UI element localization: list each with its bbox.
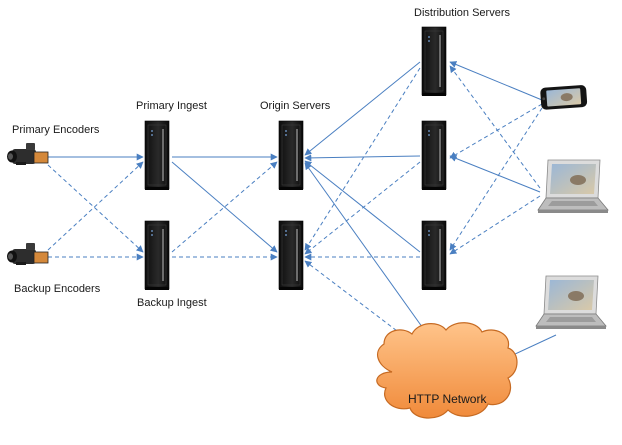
- primary-encoder-camera-icon: [6, 142, 49, 166]
- distribution-server-3-icon: [421, 220, 447, 291]
- backup-encoders-label: Backup Encoders: [14, 283, 101, 295]
- line-phone-d2: [449, 103, 543, 159]
- http-network-cloud-icon: [376, 322, 518, 419]
- line-d3-o1: [304, 160, 421, 253]
- connector-lines: [47, 61, 557, 363]
- laptop-client-2-icon: [535, 275, 607, 330]
- distribution-servers-label: Distribution Servers: [414, 7, 510, 19]
- backup-encoder-camera-icon: [6, 242, 49, 266]
- line-laptop1-d2: [449, 155, 541, 193]
- line-benc-ping: [47, 161, 144, 251]
- line-laptop1-d3: [449, 195, 541, 255]
- origin-server-1-icon: [278, 120, 304, 191]
- line-laptop1-d1: [449, 65, 541, 189]
- laptop-client-1-icon: [537, 159, 609, 214]
- line-http-o1: [304, 162, 441, 353]
- line-phone-d1: [449, 61, 543, 101]
- primary-encoders-label: Primary Encoders: [12, 124, 100, 136]
- backup-ingest-label: Backup Ingest: [137, 297, 207, 309]
- primary-ingest-server-icon: [144, 120, 170, 191]
- origin-servers-label: Origin Servers: [260, 100, 331, 112]
- smartphone-icon: [540, 85, 588, 110]
- line-d1-o1: [304, 61, 421, 156]
- line-bing-o1: [171, 161, 278, 253]
- http-network-label: HTTP Network: [408, 392, 487, 406]
- line-http-o2: [304, 260, 431, 357]
- line-d2-o1: [304, 154, 421, 162]
- line-d1-o2: [304, 67, 421, 251]
- line-d2-o2: [304, 161, 421, 255]
- line-phone-d3: [449, 107, 543, 251]
- primary-ingest-label: Primary Ingest: [136, 100, 207, 112]
- distribution-server-2-icon: [421, 120, 447, 191]
- origin-server-2-icon: [278, 220, 304, 291]
- line-penc-bing: [47, 164, 144, 253]
- backup-ingest-server-icon: [144, 220, 170, 291]
- line-ping-o2: [171, 161, 278, 253]
- distribution-server-1-icon: [421, 26, 447, 97]
